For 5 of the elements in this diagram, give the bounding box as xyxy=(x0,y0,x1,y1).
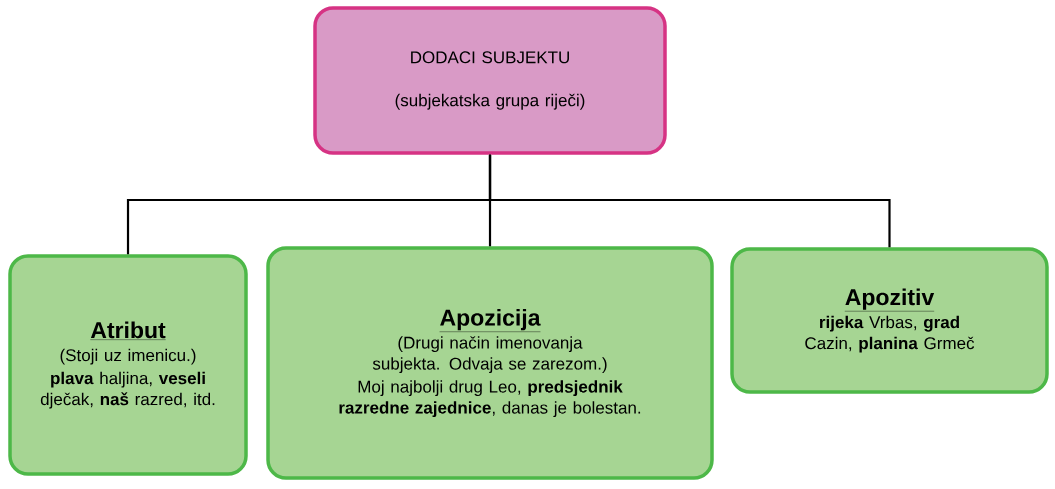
connector-line xyxy=(488,154,891,248)
concept-box: Apozitiv rijeka Vrbas, grad Cazin, planina Grmeč xyxy=(730,247,1049,394)
concept-box: Apozicija (Drugi način imenovanja subjekta. Odvaja se zarezom.) Moj najbolji drug Leo, predsjednik razredne zajednice, danas je bolestan. xyxy=(266,246,714,480)
concept-box: Atribut (Stoji uz imenicu.) plava haljina, veseli dječak, naš razred, itd. xyxy=(8,254,248,476)
concept-box: DODACI SUBJEKTU (subjekatska grupa riječi) xyxy=(313,6,667,155)
